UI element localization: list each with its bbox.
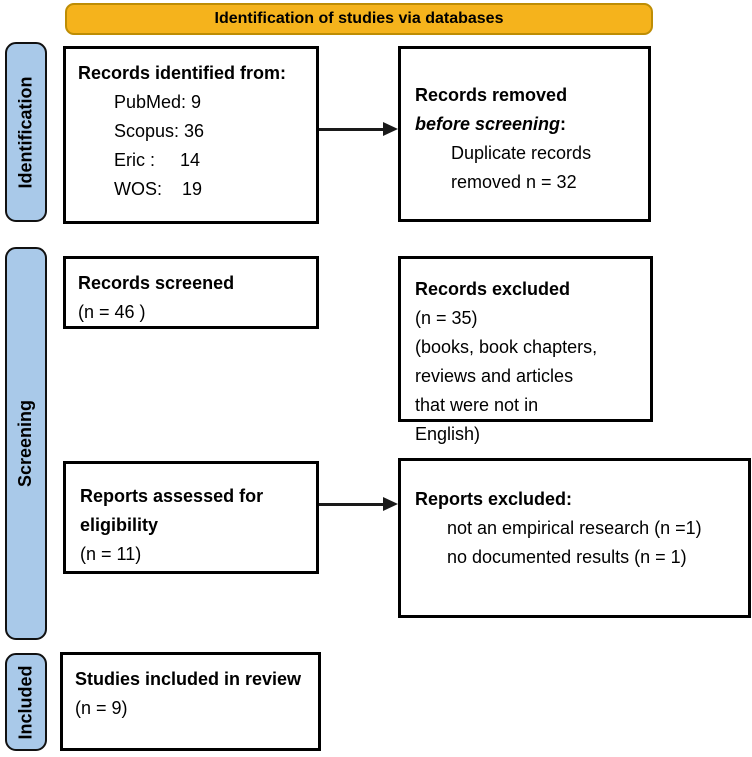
excluded-reason: no documented results (n = 1)	[447, 547, 687, 567]
arrow-identified-to-removed-line	[319, 128, 384, 131]
excluded-line: English)	[415, 424, 481, 444]
database-count: WOS: 19	[114, 179, 203, 199]
box-count: (n = 46 )	[78, 302, 146, 322]
arrow-assessed-to-excluded-line	[319, 503, 384, 506]
box-title: Records removed	[415, 85, 568, 105]
excluded-line: reviews and articles	[415, 366, 574, 386]
box-title: Records screened	[78, 273, 235, 293]
box-reports-excluded: Reports excluded: not an empirical resea…	[398, 458, 751, 618]
box-title: Studies included in review	[75, 669, 302, 689]
excluded-line: that were not in	[415, 395, 539, 415]
database-count: Eric : 14	[114, 150, 201, 170]
stage-label-screening: Screening	[5, 247, 47, 640]
box-records-screened: Records screened (n = 46 )	[63, 256, 319, 329]
box-title: Records identified from:	[78, 63, 287, 83]
box-reports-assessed: Reports assessed for eligibility (n = 11…	[63, 461, 319, 574]
box-records-removed: Records removed before screening: Duplic…	[398, 46, 651, 222]
stage-label-identification: Identification	[5, 42, 47, 222]
box-count: (n = 9)	[75, 698, 128, 718]
box-count: (n = 11)	[80, 544, 142, 564]
excluded-reason: not an empirical research (n =1)	[447, 518, 702, 538]
box-studies-included: Studies included in review (n = 9)	[60, 652, 321, 751]
box-records-excluded: Records excluded (n = 35) (books, book c…	[398, 256, 653, 444]
stage-label-text: Included	[15, 664, 36, 740]
removed-detail: removed n = 32	[451, 172, 577, 192]
excluded-line: (books, book chapters,	[415, 337, 598, 357]
stage-label-included: Included	[5, 653, 47, 751]
excluded-line: (n = 35)	[415, 308, 478, 328]
stage-label-text: Screening	[15, 399, 36, 488]
banner: Identification of studies via databases	[65, 3, 653, 35]
banner-label: Identification of studies via databases	[214, 10, 504, 27]
database-count: Scopus: 36	[114, 121, 205, 141]
box-title-line2: before screening:	[415, 114, 567, 134]
arrow-identified-to-removed-head	[383, 122, 398, 136]
box-title: Reports assessed for eligibility	[80, 486, 264, 535]
stage-label-text: Identification	[15, 76, 36, 188]
removed-detail: Duplicate records	[451, 143, 592, 163]
box-title: Records excluded	[415, 279, 571, 299]
box-records-identified: Records identified from: PubMed: 9 Scopu…	[63, 46, 319, 224]
box-title: Reports excluded:	[415, 489, 573, 509]
arrow-assessed-to-excluded-head	[383, 497, 398, 511]
database-count: PubMed: 9	[114, 92, 202, 112]
